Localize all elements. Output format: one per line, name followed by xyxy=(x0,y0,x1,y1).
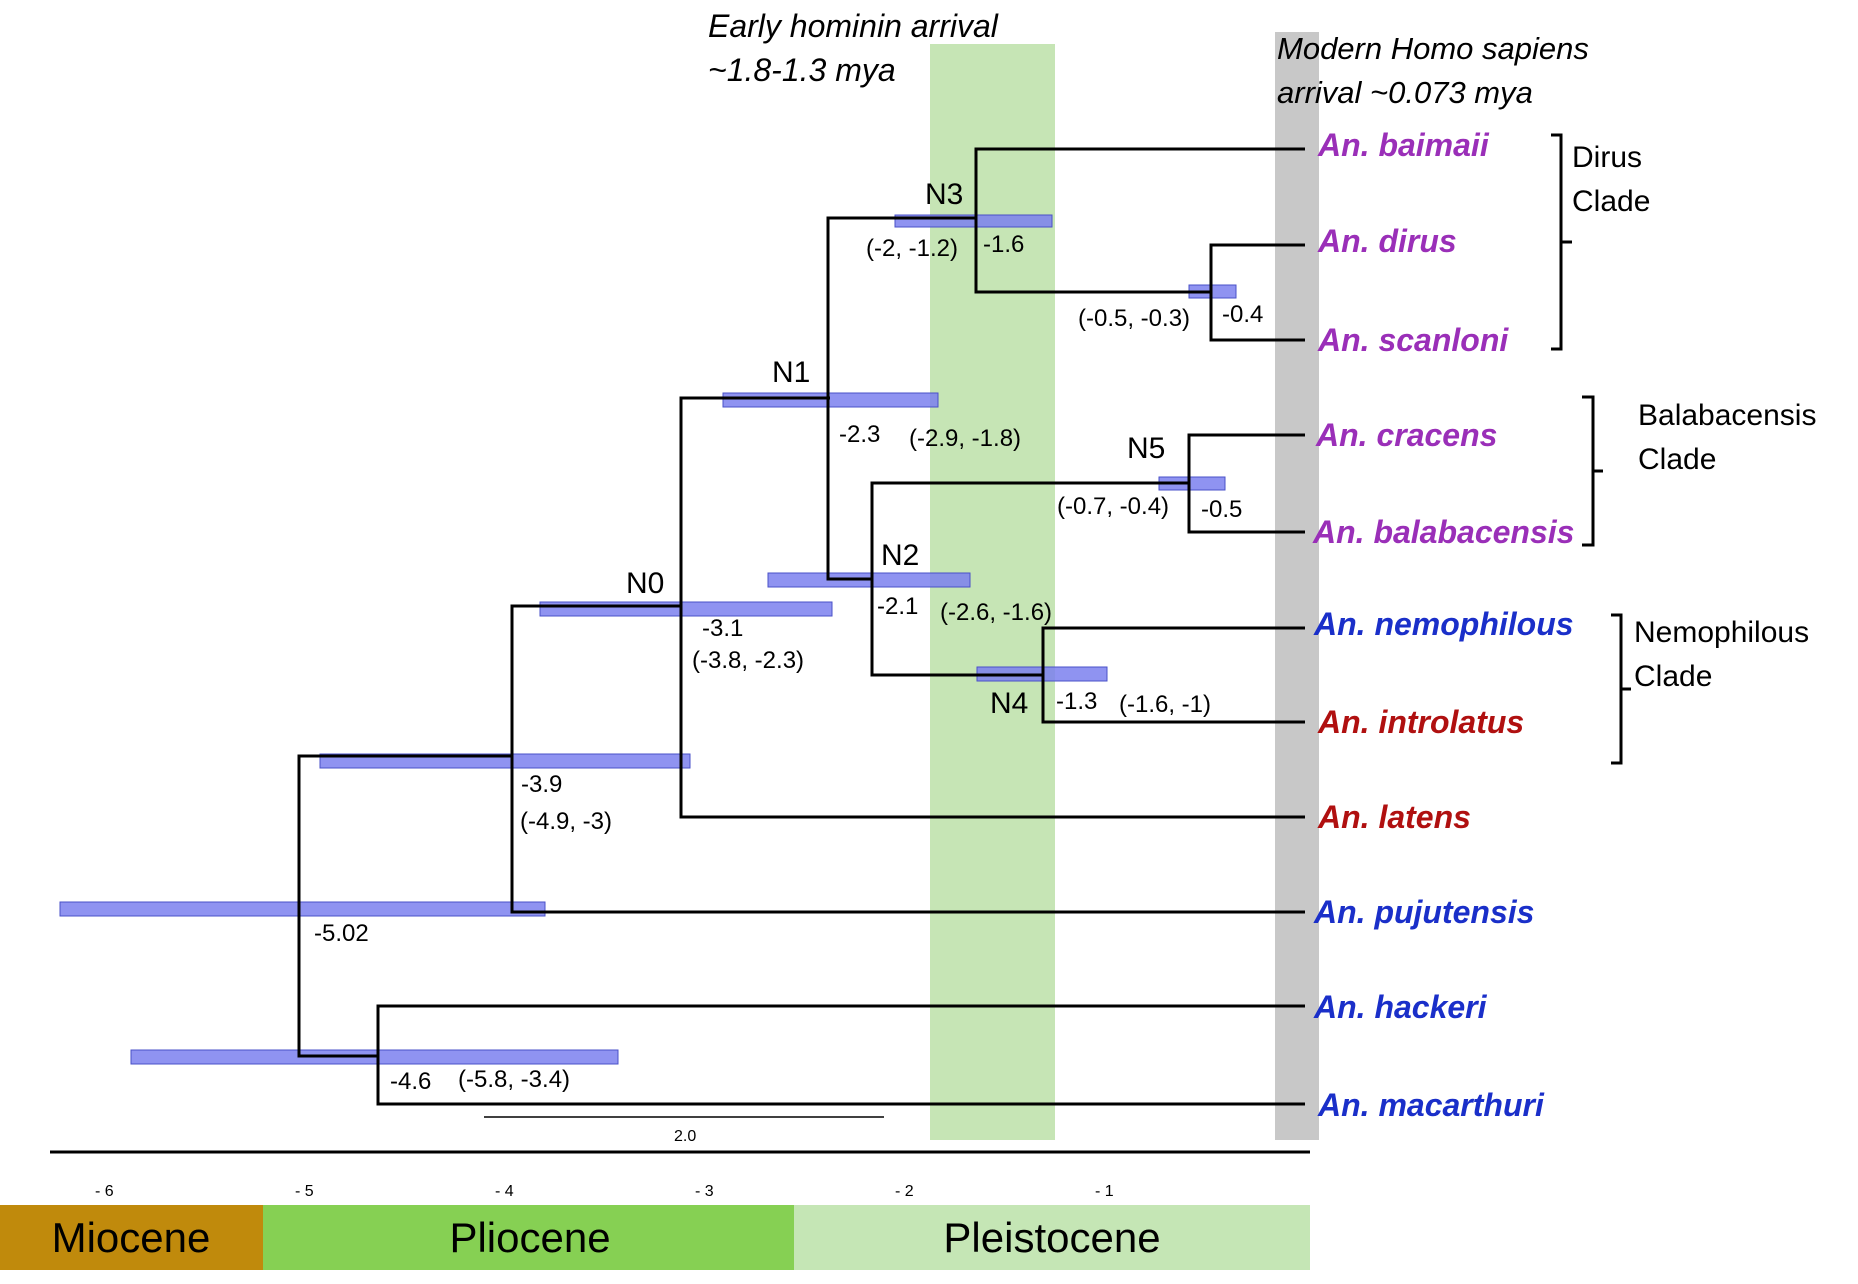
root-age: -5.02 xyxy=(314,920,369,947)
N2-hpd: (-2.6, -1.6) xyxy=(940,599,1052,626)
nemophilous-clade-label-1: Nemophilous xyxy=(1634,616,1809,649)
tip-macarthuri: An. macarthuri xyxy=(1317,1087,1545,1123)
node-labels: -5.02 -3.9 (-4.9, -3) -4.6 (-5.8, -3.4) … xyxy=(314,178,1263,1095)
N0-hpd: (-3.8, -2.3) xyxy=(692,647,804,674)
modern-homo-label-1: Modern Homo sapiens xyxy=(1277,31,1589,66)
n39-hpd: (-4.9, -3) xyxy=(520,808,612,835)
hpd-bar-N1 xyxy=(722,392,939,408)
tip-labels: An. baimaii An. dirus An. scanloni An. c… xyxy=(1312,127,1574,1123)
n46-age: -4.6 xyxy=(390,1068,431,1095)
N0-name: N0 xyxy=(626,567,664,600)
homo-sapiens-band xyxy=(1275,32,1319,1140)
miocene-block xyxy=(0,1205,263,1270)
N4-hpd: (-1.6, -1) xyxy=(1119,691,1211,718)
dirus-clade-label-1: Dirus xyxy=(1572,141,1642,174)
pleistocene-label: Pleistocene xyxy=(943,1214,1160,1261)
balabacensis-clade-label-2: Clade xyxy=(1638,443,1716,476)
tip-nemophilous: An. nemophilous xyxy=(1313,606,1574,642)
hpd-bar-root xyxy=(59,901,546,917)
N1-age: -2.3 xyxy=(839,421,880,448)
n46-hpd: (-5.8, -3.4) xyxy=(458,1066,570,1093)
N5-name: N5 xyxy=(1127,432,1165,465)
N1-hpd: (-2.9, -1.8) xyxy=(909,425,1021,452)
modern-homo-label-2: arrival ~0.073 mya xyxy=(1277,75,1533,110)
tree-branches xyxy=(297,147,1305,1106)
N2-age: -2.1 xyxy=(877,593,918,620)
tick-label: - 5 xyxy=(295,1183,314,1200)
N5-age: -0.5 xyxy=(1201,496,1242,523)
N3-age: -1.6 xyxy=(983,231,1024,258)
hpd-bar-N0 xyxy=(539,601,833,617)
nd-hpd: (-0.5, -0.3) xyxy=(1078,305,1190,332)
tip-dirus: An. dirus xyxy=(1317,223,1457,259)
annotations: Early hominin arrival ~1.8-1.3 mya Moder… xyxy=(708,8,1589,110)
N1-name: N1 xyxy=(772,356,810,389)
pleistocene-block xyxy=(794,1205,1310,1270)
pliocene-label: Pliocene xyxy=(449,1214,610,1261)
dirus-clade-label-2: Clade xyxy=(1572,185,1650,218)
tip-baimaii: An. baimaii xyxy=(1317,127,1490,163)
nd-age: -0.4 xyxy=(1222,301,1263,328)
nemophilous-bracket xyxy=(1611,613,1623,765)
N3-name: N3 xyxy=(925,178,963,211)
N4-age: -1.3 xyxy=(1056,688,1097,715)
N0-age: -3.1 xyxy=(702,615,743,642)
pliocene-block xyxy=(263,1205,794,1270)
tick-label: - 3 xyxy=(695,1183,714,1200)
n39-age: -3.9 xyxy=(521,771,562,798)
tick-label: - 1 xyxy=(1095,1183,1114,1200)
tip-cracens: An. cracens xyxy=(1315,417,1497,453)
tick-label: - 2 xyxy=(895,1183,914,1200)
early-hominin-label-1: Early hominin arrival xyxy=(708,8,999,44)
tip-hackeri: An. hackeri xyxy=(1313,989,1488,1025)
N2-name: N2 xyxy=(881,539,919,572)
hpd-bars xyxy=(59,214,1237,1065)
miocene-label: Miocene xyxy=(52,1214,211,1261)
clade-labels: Dirus Clade Balabacensis Clade Nemophilo… xyxy=(1572,141,1816,693)
tip-latens: An. latens xyxy=(1317,799,1471,835)
tick-label: - 4 xyxy=(495,1183,514,1200)
tip-balabacensis: An. balabacensis xyxy=(1312,514,1574,550)
N5-hpd: (-0.7, -0.4) xyxy=(1057,493,1169,520)
N4-name: N4 xyxy=(990,687,1028,720)
balabacensis-clade-label-1: Balabacensis xyxy=(1638,399,1816,432)
early-hominin-label-2: ~1.8-1.3 mya xyxy=(708,52,896,88)
tip-scanloni: An. scanloni xyxy=(1317,322,1509,358)
scale-bar-label: 2.0 xyxy=(674,1128,696,1145)
dirus-bracket xyxy=(1551,133,1563,351)
tick-label: - 6 xyxy=(95,1183,114,1200)
N3-hpd: (-2, -1.2) xyxy=(866,235,958,262)
epoch-bar: Miocene Pliocene Pleistocene xyxy=(0,1205,1310,1270)
tip-introlatus: An. introlatus xyxy=(1317,704,1524,740)
axis-ticks: - 6 - 5 - 4 - 3 - 2 - 1 xyxy=(95,1183,1114,1200)
balabacensis-bracket xyxy=(1582,395,1595,547)
tip-pujutensis: An. pujutensis xyxy=(1313,894,1534,930)
clade-brackets xyxy=(1551,133,1631,765)
nemophilous-clade-label-2: Clade xyxy=(1634,660,1712,693)
